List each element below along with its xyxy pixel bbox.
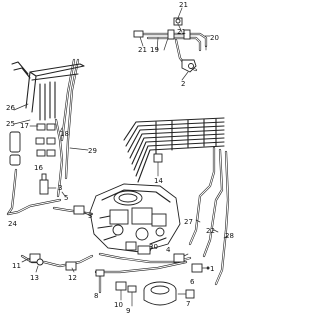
callout-17: 17 [20, 122, 29, 130]
callout-30: 30 [149, 243, 158, 251]
callout-10: 10 [114, 301, 123, 309]
hose-joint [95, 269, 105, 277]
callout-14: 14 [154, 177, 163, 185]
callout-28: 28 [225, 232, 234, 240]
bottom-components [20, 245, 210, 307]
callout-12: 12 [68, 274, 77, 282]
bracket [153, 153, 163, 163]
callout-21: 21 [177, 28, 186, 36]
canister [9, 131, 21, 153]
callout-21: 21 [179, 1, 188, 9]
vacuum-switch [191, 263, 203, 273]
parts-diagram: 21 21 21 19 20 2 26 25 17 16 18 29 14 3 … [6, 1, 234, 315]
callout-18: 18 [60, 130, 69, 138]
clamp [46, 123, 56, 131]
callout-labels: 21 21 21 19 20 2 26 25 17 16 18 29 14 3 … [6, 1, 234, 315]
callout-24: 24 [8, 220, 17, 228]
carburetor-assembly [39, 173, 181, 255]
clamp [46, 137, 56, 145]
callout-8: 8 [94, 292, 98, 300]
callout-2: 2 [181, 80, 185, 88]
callout-6: 6 [190, 278, 195, 286]
plug [127, 285, 137, 293]
callout-25: 25 [6, 120, 15, 128]
hose-clip [167, 29, 175, 40]
top-right-tube-assembly [133, 7, 211, 81]
hose-clip [185, 289, 195, 299]
callout-11: 11 [12, 262, 21, 270]
callout-29: 29 [88, 147, 97, 155]
hose-joint [73, 205, 85, 215]
hose-clip [183, 29, 191, 40]
clamp [35, 137, 45, 145]
right-vacuum-tube-bundle [123, 117, 230, 286]
callout-13: 13 [30, 274, 39, 282]
callout-16: 16 [34, 164, 43, 172]
callout-7: 7 [186, 300, 190, 308]
callout-1: 1 [210, 265, 214, 273]
callout-27: 27 [184, 218, 193, 226]
callout-3: 3 [88, 212, 92, 220]
callout-26: 26 [6, 104, 15, 112]
callout-9: 9 [126, 307, 130, 315]
callout-21: 21 [138, 46, 147, 54]
callout-4: 4 [166, 246, 171, 254]
callout-19: 19 [150, 46, 159, 54]
callout-22: 22 [206, 227, 215, 235]
callout-3: 3 [58, 184, 62, 192]
clamp [36, 149, 46, 157]
callout-20: 20 [210, 34, 219, 42]
left-vacuum-hose-bundle [6, 58, 89, 216]
hose-clamp [65, 261, 77, 271]
clamp [36, 123, 46, 131]
hose-joint [39, 179, 49, 195]
plug [115, 281, 127, 291]
clamp [46, 149, 56, 157]
hose-connector [133, 30, 144, 38]
callout-5: 5 [64, 194, 68, 202]
